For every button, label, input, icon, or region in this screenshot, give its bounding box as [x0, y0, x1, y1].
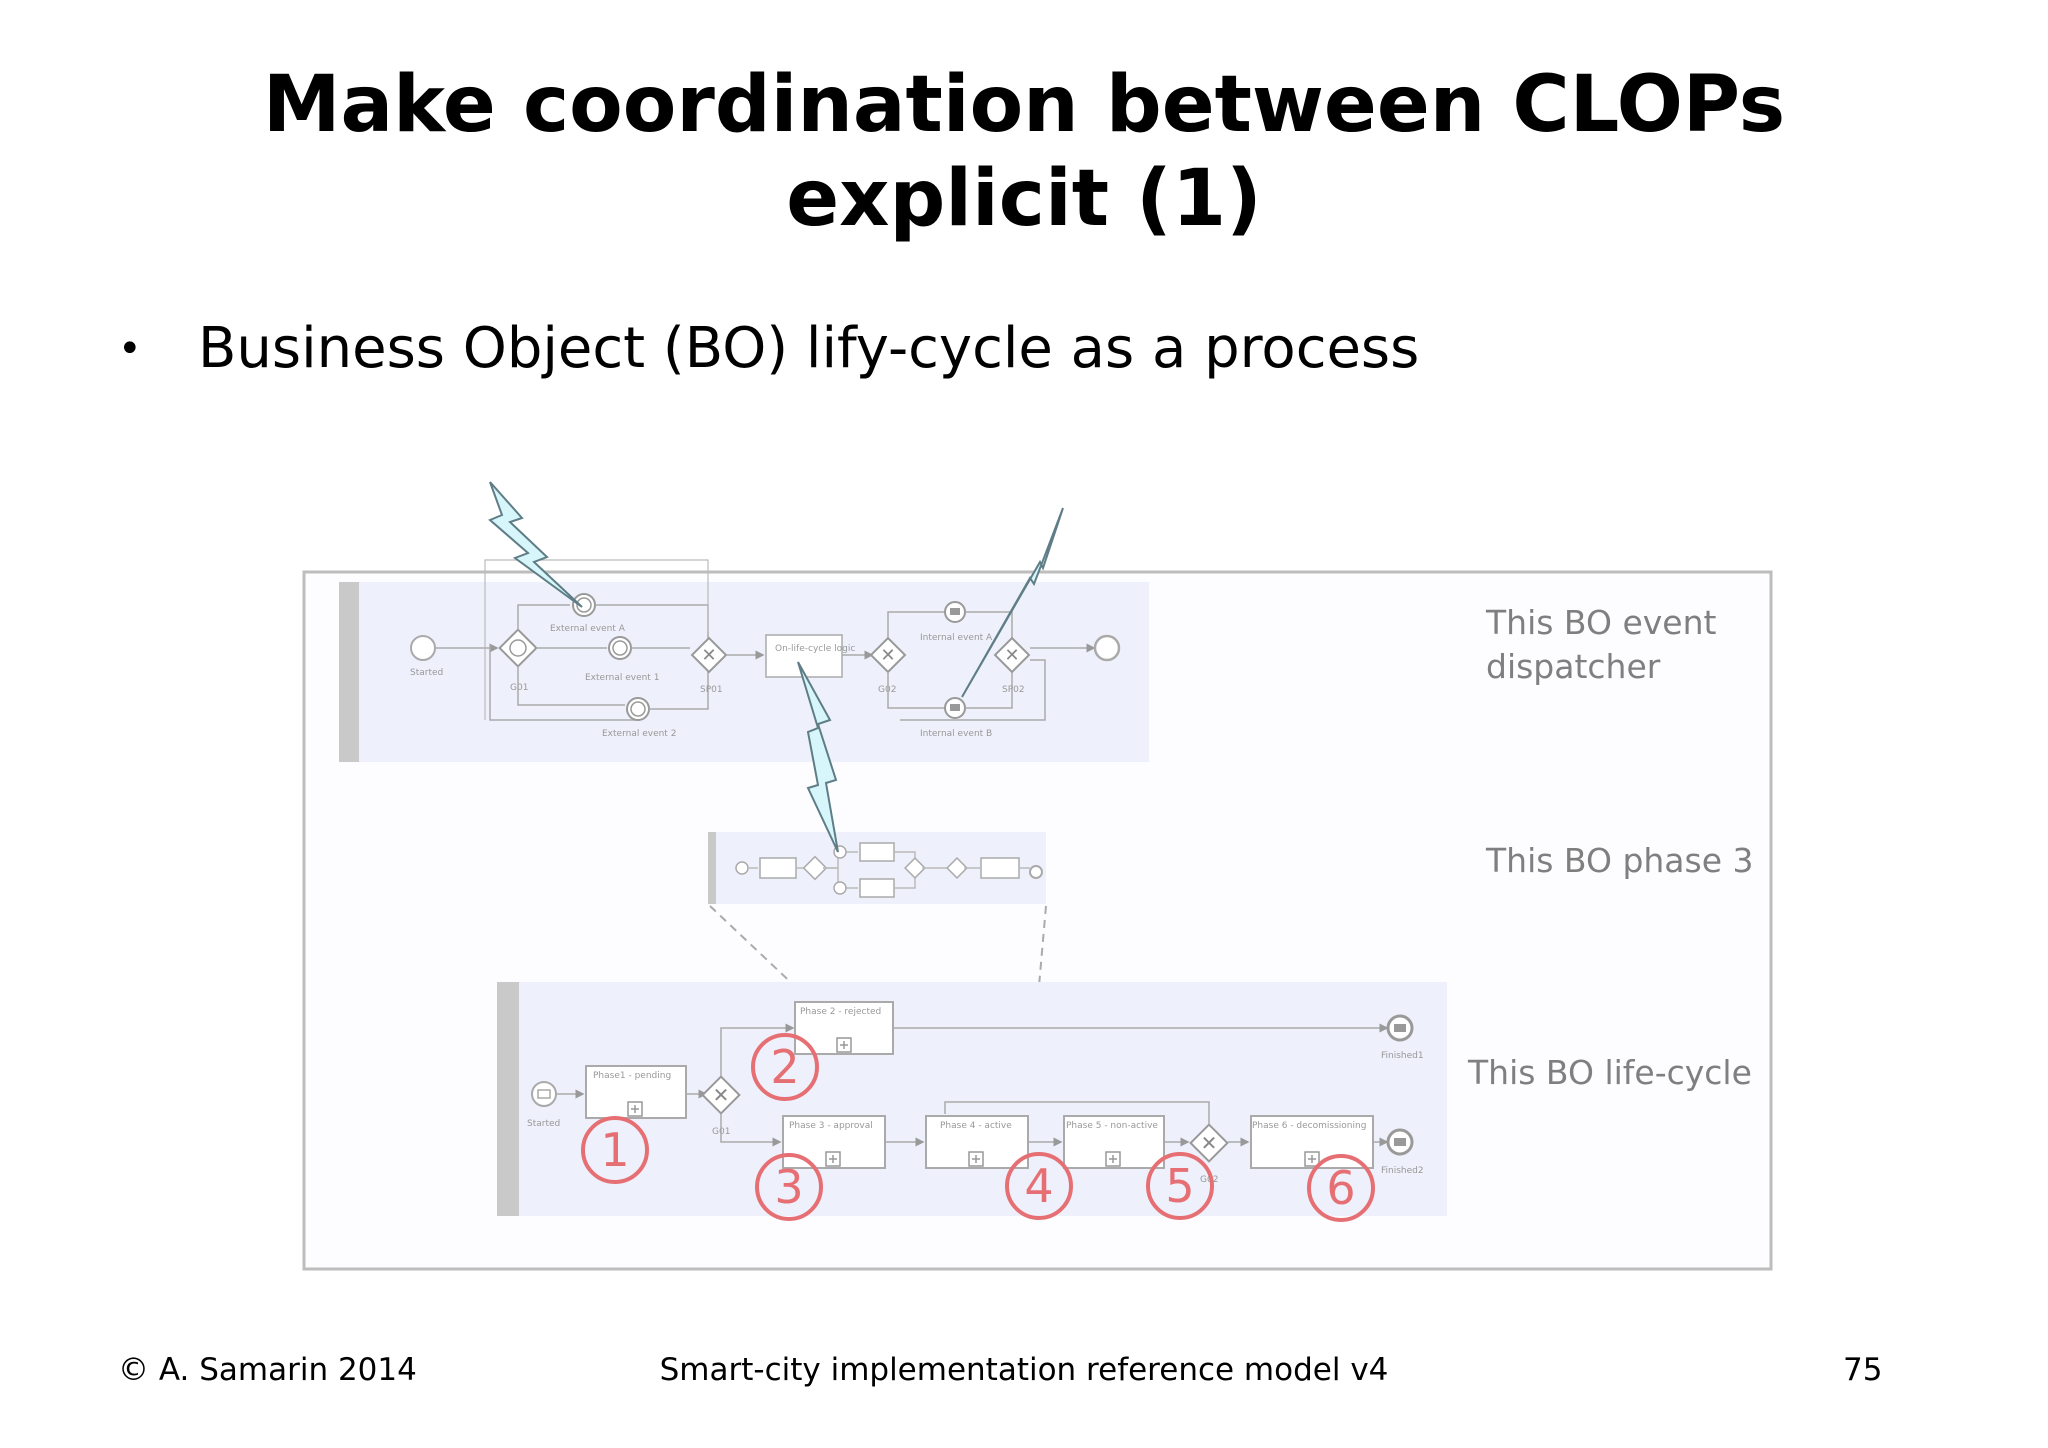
on-life-cycle-logic-task [765, 634, 843, 678]
dispatcher-end-event [1093, 634, 1121, 662]
marker-3: 3 [755, 1153, 823, 1221]
finished2-event-icon [1386, 1128, 1414, 1156]
dispatcher-gateway-3-label: G02 [878, 685, 896, 695]
internal-event-b-icon [944, 697, 966, 719]
dispatcher-label-line-2: dispatcher [1486, 647, 1661, 686]
slide-title: Make coordination between CLOPs explicit… [0, 58, 2048, 246]
internal-event-b-label: Internal event B [920, 729, 992, 739]
internal-event-a-icon [944, 601, 966, 623]
zoom-line-left [709, 905, 929, 1113]
svg-text:✕: ✕ [701, 645, 716, 666]
finished2-label: Finished2 [1381, 1166, 1424, 1176]
title-line-2: explicit (1) [786, 154, 1262, 244]
internal-event-a-label: Internal event A [920, 633, 993, 643]
phase3-label: This BO phase 3 [1485, 841, 1754, 880]
dispatcher-pool: Started G01 External event A External ev… [339, 559, 1149, 762]
dispatcher-gateway-4: ✕ [993, 636, 1031, 674]
lifecycle-start-label: Started [527, 1119, 560, 1129]
finished1-label: Finished1 [1381, 1051, 1424, 1061]
marker-4: 4 [1005, 1152, 1073, 1220]
marker-2-label: 2 [770, 1040, 799, 1094]
phase4-label: Phase 4 - active [940, 1121, 1012, 1131]
lifecycle-label: This BO life-cycle [1467, 1053, 1752, 1092]
svg-text:✕: ✕ [1004, 645, 1019, 666]
lifecycle-start-event-icon [531, 1081, 557, 1107]
on-life-cycle-logic-label: On-life-cycle logic [775, 644, 855, 654]
phase2-label: Phase 2 - rejected [800, 1007, 881, 1017]
external-event-a-label: External event A [550, 624, 626, 634]
lightning-bolt-right-icon [961, 507, 1064, 698]
dispatcher-start-label: Started [410, 668, 443, 678]
phase3-pool [708, 832, 1046, 904]
footer-title: Smart-city implementation reference mode… [659, 1352, 1389, 1388]
svg-text:✕: ✕ [1201, 1131, 1218, 1155]
lightning-bolt-left-icon [488, 481, 583, 608]
lifecycle-pool: Started Phase1 - pending ✕ G01 Phase 2 -… [497, 982, 1447, 1216]
marker-4-label: 4 [1024, 1159, 1053, 1213]
dispatcher-gateway-3: ✕ [869, 636, 907, 674]
external-event-b-label: External event 1 [585, 673, 659, 683]
external-event-b-icon [608, 636, 632, 660]
marker-5-label: 5 [1165, 1159, 1194, 1213]
svg-text:✕: ✕ [713, 1083, 730, 1107]
page-number: 75 [1843, 1352, 1883, 1388]
title-line-1: Make coordination between CLOPs [262, 60, 1786, 150]
dispatcher-gateway-2-label: SP01 [700, 685, 723, 695]
dispatcher-label-line-1: This BO event [1485, 603, 1716, 642]
bullet-text: Business Object (BO) lify-cycle as a pro… [198, 316, 1420, 381]
dispatcher-gateway-2: ✕ [690, 636, 728, 674]
phase1-label: Phase1 - pending [593, 1071, 671, 1081]
bullet-dot-icon: • [118, 326, 142, 372]
marker-1-label: 1 [600, 1123, 629, 1177]
phase5-label: Phase 5 - non-active [1066, 1121, 1158, 1131]
external-event-a-icon [572, 593, 596, 617]
marker-1: 1 [581, 1116, 649, 1184]
external-event-c-icon [626, 697, 650, 721]
dispatcher-start-event [410, 635, 436, 661]
phase3-task-label: Phase 3 - approval [789, 1121, 873, 1131]
phase6-label: Phase 6 - decomissioning [1252, 1121, 1366, 1131]
dispatcher-gateway-1 [498, 628, 538, 668]
marker-5: 5 [1146, 1152, 1214, 1220]
finished1-event-icon [1386, 1014, 1414, 1042]
svg-text:✕: ✕ [880, 645, 895, 666]
marker-3-label: 3 [774, 1160, 803, 1214]
lifecycle-gateway-1: ✕ [701, 1075, 741, 1115]
footer-copyright: © A. Samarin 2014 [118, 1352, 417, 1388]
external-event-c-label: External event 2 [602, 729, 676, 739]
lifecycle-gateway-2: ✕ [1189, 1123, 1229, 1163]
dispatcher-gateway-1-label: G01 [510, 683, 528, 693]
marker-6-label: 6 [1326, 1161, 1355, 1215]
dispatcher-gateway-4-label: SP02 [1002, 685, 1025, 695]
lightning-bolt-middle-icon [797, 661, 839, 853]
lifecycle-gateway-2-label: G02 [1200, 1175, 1218, 1185]
marker-6: 6 [1307, 1154, 1375, 1222]
marker-2: 2 [751, 1033, 819, 1101]
